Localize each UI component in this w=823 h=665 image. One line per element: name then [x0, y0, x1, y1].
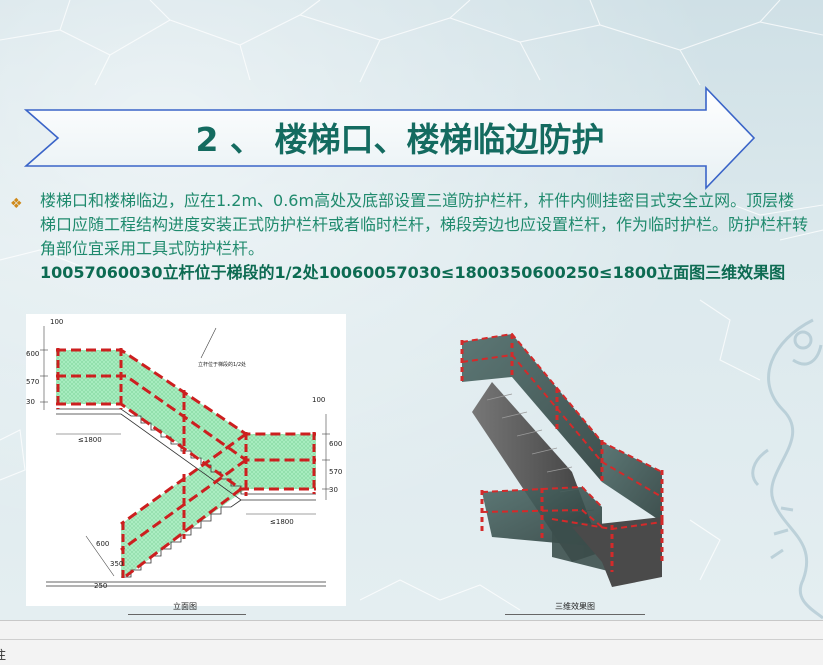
dim-right-30: 30	[329, 486, 338, 494]
dim-30: 30	[26, 398, 35, 406]
notes-label: 注	[0, 648, 7, 662]
elevation-caption: 立面图	[173, 602, 197, 611]
post-position-note: 立杆位于梯段的1/2处	[198, 361, 246, 368]
slide-canvas: 2 、 楼梯口、楼梯临边防护 ❖ 楼梯口和楼梯临边，应在1.2m、0.6m高处及…	[0, 0, 823, 620]
elevation-drawing: 100 600 570 30 ≤1800 100 600 570 30 ≤180…	[26, 314, 346, 606]
dim-lower-600: 600	[96, 540, 109, 548]
diamond-bullet-icon: ❖	[10, 196, 23, 212]
3d-rendering	[452, 322, 677, 602]
dim-lower-350: 350	[110, 560, 123, 568]
dim-right-100: 100	[312, 396, 325, 404]
rendering-caption: 三维效果图	[555, 602, 595, 611]
dim-right-570: 570	[329, 468, 342, 476]
dim-lower-250: 250	[94, 582, 107, 590]
3d-rendering-svg	[460, 332, 664, 587]
dragon-decoration-icon	[751, 318, 823, 620]
dim-570: 570	[26, 378, 39, 386]
slide-body: 楼梯口和楼梯临边，应在1.2m、0.6m高处及底部设置三道防护栏杆，杆件内侧挂密…	[40, 189, 810, 285]
rendering-caption-underline	[505, 614, 645, 615]
dim-top-100: 100	[50, 318, 63, 326]
dim-span-1800: ≤1800	[78, 436, 102, 444]
title-arrow-shape	[23, 86, 756, 190]
elevation-caption-underline	[128, 614, 246, 615]
dim-right-600: 600	[329, 440, 342, 448]
body-paragraph: 楼梯口和楼梯临边，应在1.2m、0.6m高处及底部设置三道防护栏杆，杆件内侧挂密…	[40, 191, 809, 258]
slide-title: 2 、 楼梯口、楼梯临边防护	[195, 120, 605, 159]
notes-divider	[0, 639, 823, 640]
dim-600: 600	[26, 350, 39, 358]
notes-pane[interactable]: 注	[0, 620, 823, 665]
dim-span-1800-lower: ≤1800	[270, 518, 294, 526]
crackle-background	[0, 0, 823, 611]
elevation-drawing-svg: 100 600 570 30 ≤1800 100 600 570 30 ≤180…	[26, 318, 342, 590]
body-bold-paragraph: 10057060030立杆位于梯段的1/2处10060057030≤180035…	[40, 263, 786, 282]
